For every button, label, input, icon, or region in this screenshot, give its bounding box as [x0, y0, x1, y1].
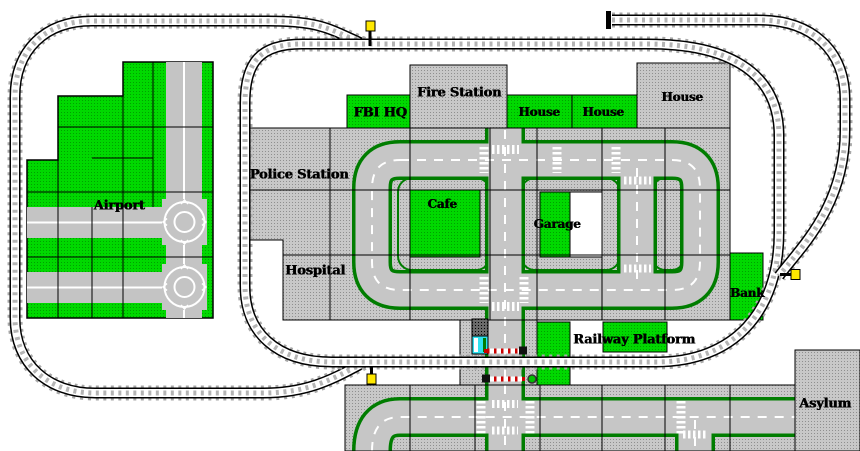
- runway-circle-marking-2: [161, 263, 208, 311]
- city-rail-loop[interactable]: [237, 36, 787, 370]
- fbi-hq-plate[interactable]: [346, 94, 411, 129]
- label-airport: Airport: [93, 198, 145, 214]
- label-fire-station: Fire Station: [416, 85, 502, 101]
- label-fbi-hq: FBI HQ: [353, 105, 407, 121]
- cafe-plate[interactable]: [409, 189, 481, 258]
- fire-station-plate[interactable]: [409, 64, 508, 129]
- label-railway-platform: Railway Platform: [573, 332, 695, 348]
- garage-plate-green[interactable]: [539, 191, 571, 258]
- label-house-1: House: [518, 105, 560, 119]
- platform-plate-west[interactable]: [536, 321, 571, 386]
- asylum-plate[interactable]: [794, 349, 860, 451]
- signal-bottom-junction[interactable]: [366, 366, 377, 385]
- label-bank: Bank: [729, 286, 765, 300]
- buffer-stop[interactable]: [606, 11, 611, 29]
- airport-plate-grid: [27, 62, 213, 318]
- label-garage: Garage: [533, 217, 581, 231]
- signals[interactable]: [365, 20, 801, 385]
- signal-right-junction[interactable]: [780, 269, 801, 280]
- zebra-crossings: [476, 145, 708, 439]
- crossing-barrier-south[interactable]: [482, 374, 525, 383]
- label-police-station: Police Station: [249, 167, 349, 183]
- siding-track[interactable]: [606, 11, 853, 281]
- crossing-barrier-north[interactable]: [484, 346, 527, 355]
- road-network[interactable]: [352, 128, 795, 451]
- outer-rail-loop[interactable]: [7, 13, 367, 401]
- airport-area[interactable]: [26, 61, 214, 319]
- garage-plate-white[interactable]: [569, 191, 603, 258]
- label-house-2: House: [582, 105, 624, 119]
- level-crossing[interactable]: [471, 318, 537, 384]
- label-hospital: Hospital: [284, 263, 346, 279]
- platform-plate-east[interactable]: [602, 321, 668, 353]
- label-asylum: Asylum: [799, 396, 851, 412]
- baseplate-grid: [249, 127, 796, 451]
- crossing-signal-green[interactable]: [527, 374, 537, 384]
- label-house-3: House: [661, 90, 703, 104]
- city-inner-blocks: [397, 177, 685, 271]
- house-plate-1[interactable]: [506, 94, 573, 129]
- house-plate-3[interactable]: [636, 62, 731, 129]
- gatehouse-roof: [471, 318, 489, 337]
- runway-circle-marking-1: [161, 198, 208, 246]
- label-cafe: Cafe: [427, 197, 457, 211]
- signal-top-junction[interactable]: [365, 20, 376, 46]
- railway-tracks[interactable]: [7, 11, 853, 401]
